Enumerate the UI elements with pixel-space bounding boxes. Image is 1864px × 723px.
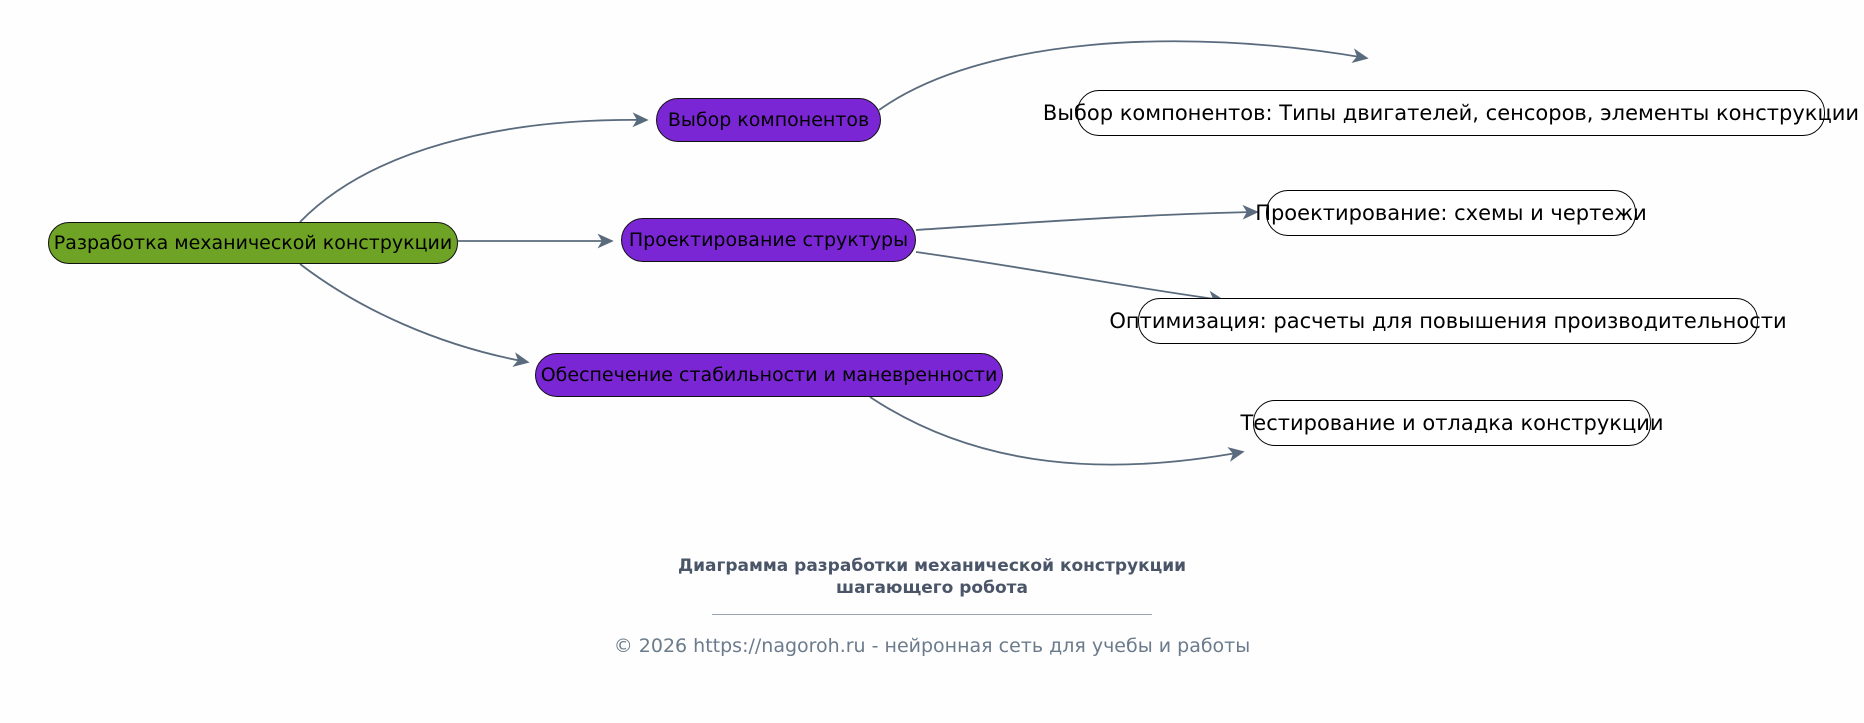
edge-stability-to-testing bbox=[869, 396, 1245, 466]
node-leaf-components-detail-label: Выбор компонентов: Типы двигателей, сенс… bbox=[1042, 100, 1860, 125]
edge-root-to-components bbox=[299, 112, 649, 223]
edge-structure-to-optimization bbox=[915, 251, 1225, 306]
node-leaf-optimization[interactable]: Оптимизация: расчеты для повышения произ… bbox=[1109, 298, 1787, 344]
node-leaf-optimization-label: Оптимизация: расчеты для повышения произ… bbox=[1109, 308, 1787, 333]
diagram-title: Диаграмма разработки механической констр… bbox=[677, 556, 1187, 598]
node-root-label: Разработка механической конструкции bbox=[53, 231, 453, 254]
node-leaf-design-schemes-label: Проектирование: схемы и чертежи bbox=[1255, 200, 1647, 225]
node-branch-stability-label: Обеспечение стабильности и маневренности bbox=[540, 363, 998, 386]
footer-credit: © 2026 https://nagoroh.ru - нейронная се… bbox=[613, 634, 1251, 657]
node-branch-components-label: Выбор компонентов bbox=[667, 108, 870, 131]
node-branch-components[interactable]: Выбор компонентов bbox=[656, 98, 881, 142]
node-branch-stability[interactable]: Обеспечение стабильности и маневренности bbox=[535, 353, 1003, 397]
node-root[interactable]: Разработка механической конструкции bbox=[48, 222, 458, 264]
footer-divider bbox=[712, 613, 1152, 615]
edge-structure-to-schemes bbox=[915, 204, 1259, 231]
node-leaf-testing-label: Тестирование и отладка конструкции bbox=[1240, 410, 1664, 435]
node-branch-structure[interactable]: Проектирование структуры bbox=[621, 218, 916, 262]
node-leaf-components-detail[interactable]: Выбор компонентов: Типы двигателей, сенс… bbox=[1043, 90, 1859, 136]
node-leaf-design-schemes[interactable]: Проектирование: схемы и чертежи bbox=[1255, 190, 1647, 236]
edge-root-to-stability bbox=[299, 263, 530, 367]
node-branch-structure-label: Проектирование структуры bbox=[628, 228, 909, 251]
footer: Диаграмма разработки механической констр… bbox=[0, 556, 1864, 657]
node-leaf-testing[interactable]: Тестирование и отладка конструкции bbox=[1240, 400, 1664, 446]
